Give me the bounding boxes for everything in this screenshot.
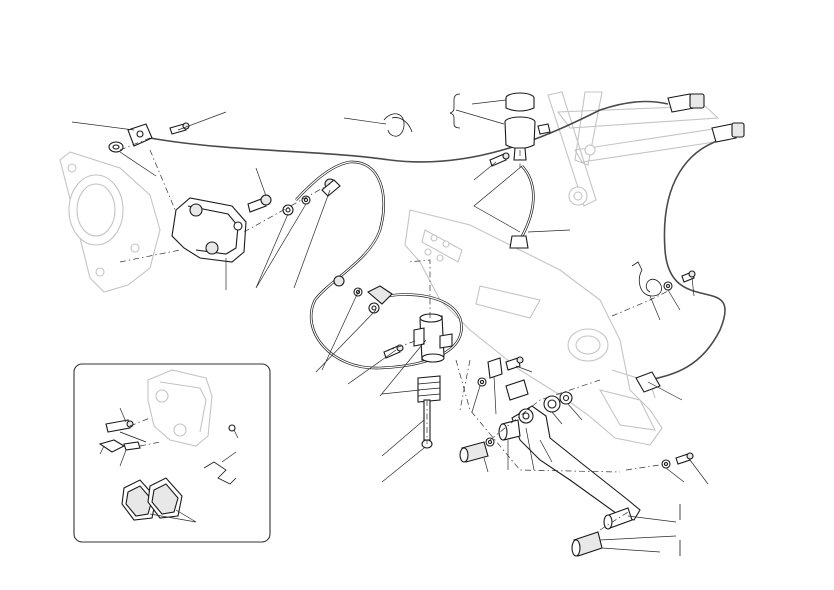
pad-spring: [203, 461, 237, 485]
stop-switch-cable: [149, 93, 745, 393]
reservoir-hose: [509, 165, 535, 249]
bracket-bolt-washer: [661, 452, 694, 469]
inset-caliper-detail: [73, 363, 271, 543]
assembly-centerlines: [119, 137, 671, 531]
pedal-tip-parts: [571, 507, 633, 557]
bleed-valve: [98, 439, 126, 453]
footpeg-bracket-ghost: [404, 209, 663, 446]
caliper-pin: [105, 419, 131, 433]
frame-swingarm-ghost: [547, 91, 729, 207]
hose-clip: [383, 113, 413, 137]
brake-pedal: [459, 405, 641, 521]
brake-disc-ghost: [59, 151, 161, 293]
group-braces: [449, 93, 681, 556]
caliper-banjo-fittings: [247, 178, 341, 216]
return-spring: [631, 261, 696, 297]
pedal-pivot-fittings: [477, 356, 573, 413]
leader-lines: [71, 99, 709, 553]
cable-bracket: [108, 122, 190, 153]
caliper-hose: [295, 160, 463, 370]
rear-caliper: [171, 197, 247, 263]
pushrod-boot: [417, 375, 441, 449]
reservoir-bolt: [489, 152, 510, 167]
fluid-reservoir: [504, 92, 551, 161]
